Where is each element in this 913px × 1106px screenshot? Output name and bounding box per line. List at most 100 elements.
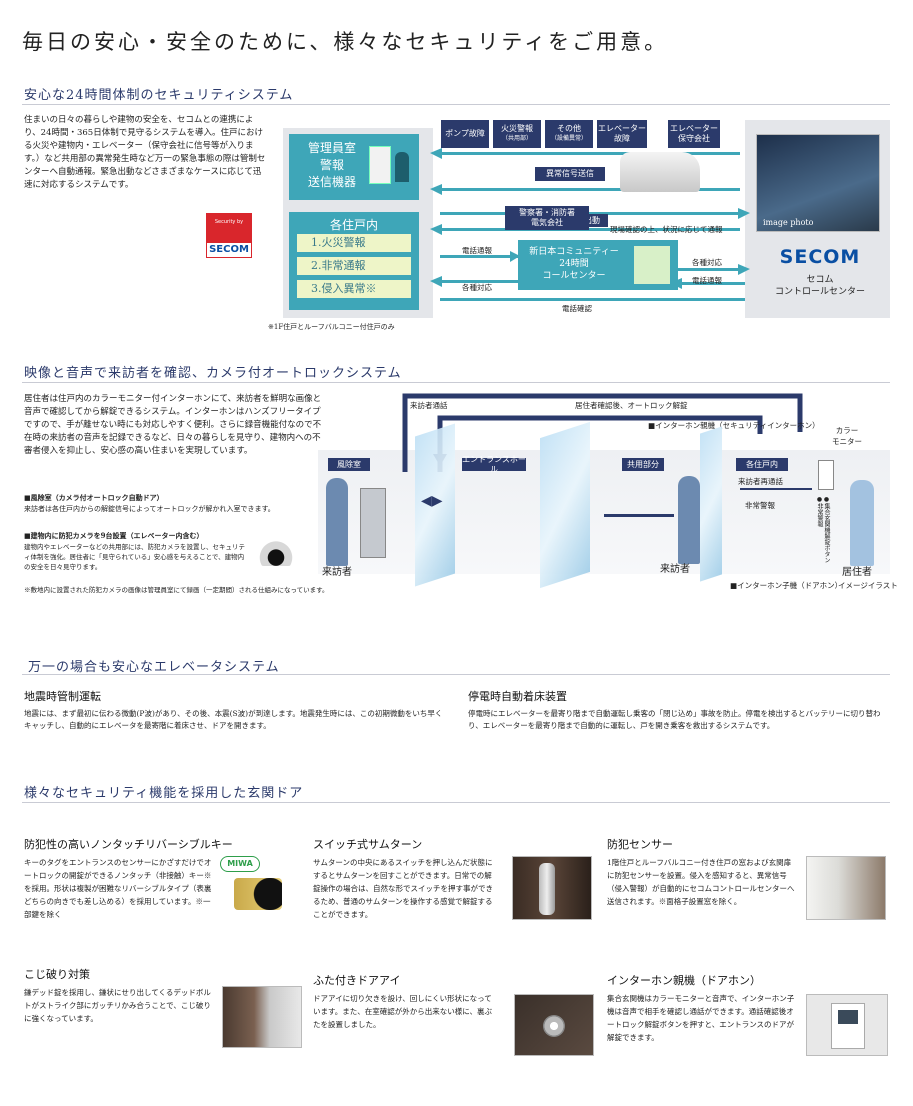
image-photo-caption: image photo (763, 218, 814, 227)
inner-door-glass (540, 421, 590, 589)
unit-item-emergency: 2.非常通報 (297, 257, 411, 275)
feature-text-thumbturn: サムターンの中央にあるスイッチを押し込んだ状態にするとサムターンを回すことができ… (313, 858, 493, 919)
intercom-device-icon (831, 1003, 865, 1049)
visitor-path-arrow (604, 514, 674, 517)
secom-logo: Security by SECOM (206, 213, 252, 258)
camera-text: 建物内やエレベーターなどの共用部には、防犯カメラを設置し、セキュリティ体制を強化… (24, 543, 245, 571)
police-fire-box: 警察署・消防署 電気会社 (505, 206, 589, 230)
feature-title-key: 防犯性の高いノンタッチリバーシブルキー (24, 838, 233, 851)
page-title: 毎日の安心・安全のために、様々なセキュリティをご用意。 (22, 30, 669, 54)
color-monitor-label: カラー モニター (832, 426, 862, 446)
feature-title-pry: こじ破り対策 (24, 968, 90, 981)
intercom-screen-icon (838, 1010, 858, 1024)
sensor-photo (806, 856, 886, 920)
box-pump-failure: ポンプ故障 (441, 120, 489, 148)
feature-text-key: キーのタグをエントランスのセンサーにかざすだけでオートロックの開錠ができるノンタ… (24, 858, 212, 919)
earthquake-text: 地震には、まず最初に伝わる微動(P波)があり、その後、本震(S波)が到達します。… (24, 709, 443, 730)
cc-report-label: 電話通報 (692, 276, 722, 285)
call-center-label: 新日本コミュニティー 24時間 コールセンター (529, 247, 619, 281)
resident-unlock-label: 居住者確認後、オートロック解錠 (575, 401, 688, 410)
cc-response-label: 各種対応 (692, 258, 722, 267)
revisit-arrow (740, 488, 812, 490)
zone-entrance-hall: エントランスホール (462, 454, 526, 474)
box-other: その他（設備異常） (545, 120, 593, 148)
unit-door-glass (700, 426, 722, 582)
box-elevator-failure: エレベーター 故障 (597, 120, 647, 148)
visitor2-label: 来訪者 (660, 564, 690, 575)
thumbturn-photo (512, 856, 592, 920)
section2-text: 居住者は住戸内のカラーモニター付インターホンにて、来訪者を鮮明な画像と音声で確認… (24, 394, 322, 456)
thumbturn-icon (539, 863, 555, 915)
doorscope-photo (514, 994, 594, 1056)
wind-room-text: 来訪者は各住戸内からの解錠信号によってオートロックが解かれ入室できます。 (24, 505, 275, 513)
site-check-label: 現場確認の上、状況に応じて通報 (610, 225, 723, 234)
entrance-panel-icon (360, 488, 386, 558)
visitor2-figure (678, 476, 700, 564)
control-room-photo: image photo (756, 134, 880, 232)
sub-unit-label: ■インターホン子機（ドアホン） (730, 581, 843, 590)
intercom-master-icon (818, 460, 834, 490)
section1-footnote: ※1F住戸とルーフバルコニー付住戸のみ (268, 323, 395, 331)
security-camera-icon (258, 538, 294, 566)
section4-title: 様々なセキュリティ機能を採用した玄関ドア (24, 786, 304, 801)
feature-title-sensor: 防犯センサー (607, 838, 673, 851)
operator-icon (634, 246, 670, 284)
wind-room-title: ■風除室（カメラ付オートロック自動ドア） (24, 493, 164, 502)
miwa-logo: MIWA (220, 856, 260, 872)
patrol-car-icon (620, 152, 700, 192)
secom-logo-text: SECOM (206, 242, 252, 258)
zone-wind-room: 風除室 (328, 458, 370, 471)
secom-logo-small: Security by (214, 219, 244, 225)
section3-title: 万一の場合も安心なエレベータシステム (28, 660, 280, 675)
feature-title-thumbturn: スイッチ式サムターン (313, 838, 423, 851)
visitor1-label: 来訪者 (322, 567, 352, 578)
zone-unit: 各住戸内 (736, 458, 788, 471)
key-photo: MIWA (220, 852, 284, 914)
units-box: 各住戸内 1.火災警報 2.非常通報 3.侵入異常※ (289, 212, 419, 310)
section1-rule (22, 104, 890, 105)
feature-text-sensor: 1階住戸とルーフバルコニー付き住戸の窓および玄関扉に防犯センサーを設置。侵入を感… (607, 858, 795, 906)
units-title: 各住戸内 (329, 218, 378, 232)
section4-rule (22, 802, 890, 803)
zone-common-area: 共用部分 (622, 458, 664, 471)
resident-figure (850, 480, 874, 566)
feature-title-doorscope: ふた付きドアアイ (313, 974, 401, 987)
visitor-call-label: 来訪者通話 (410, 401, 448, 410)
image-illust-label: イメージイラスト (838, 581, 898, 590)
deadbolt-photo (222, 986, 302, 1048)
unit-item-fire: 1.火災警報 (297, 234, 411, 252)
manager-room-box: 管理員室 警報 送信機器 (289, 134, 419, 200)
manager-room-label: 管理員室 警報 送信機器 (307, 141, 356, 189)
emergency-label: 非常警報 (745, 501, 775, 510)
resident-label: 居住者 (842, 567, 872, 578)
section3-rule (22, 674, 890, 675)
camera-title: ■建物内に防犯カメラを9台設置（エレベーター内含む） (24, 531, 204, 540)
door-open-arrows-icon: ◀▶ (421, 493, 443, 509)
section2-rule (22, 382, 890, 383)
master-unit-label: ■インターホン親機（セキュリティインターホン） (648, 421, 820, 430)
autolock-floor-bg (318, 450, 890, 574)
control-center-label: セコム コントロールセンター (774, 275, 865, 297)
call-response-label: 各種対応 (462, 283, 492, 292)
call-report-label: 電話通報 (462, 246, 492, 255)
phone-confirm-label: 電話確認 (562, 304, 592, 313)
visitor1-figure (326, 478, 348, 566)
vertical-labels: ●集合玄関機解錠ボタン ●非常警報 (816, 496, 830, 563)
feature-text-doorscope: ドアアイに切り欠きを設け、回しにくい形状になっています。また、在室確認が外から出… (313, 994, 493, 1029)
feature-title-intercom: インターホン親機（ドアホン） (607, 974, 761, 987)
flow-signal-box: 異常信号送信 (535, 167, 605, 181)
staff-person-icon (395, 152, 409, 182)
section2-title: 映像と音声で来訪者を確認、カメラ付オートロックシステム (24, 366, 402, 381)
alarm-device-icon (369, 146, 391, 184)
doorscope-icon (543, 1015, 565, 1037)
power-failure-title: 停電時自動着床装置 (468, 690, 567, 703)
feature-text-intercom: 集合玄関機はカラーモニターと音声で、インターホン子機は音声で相手を確認し通話がで… (607, 994, 795, 1042)
revisit-label: 来訪者再通話 (738, 477, 783, 486)
feature-text-pry: 鎌デッド錠を採用し、鎌状にせり出してくるデッドボルトがストライク部にガッチリかみ… (24, 988, 211, 1023)
secom-brand: SECOM (779, 246, 861, 268)
box-elevator-maintenance: エレベーター 保守会社 (668, 120, 720, 148)
intercom-photo (806, 994, 888, 1056)
call-center-box: 新日本コミュニティー 24時間 コールセンター (518, 240, 678, 290)
camera-note: ※敷地内に設置された防犯カメラの画像は管理員室にて録画（一定期間）される仕組みに… (24, 586, 329, 594)
security-flow-arrows (430, 148, 750, 301)
